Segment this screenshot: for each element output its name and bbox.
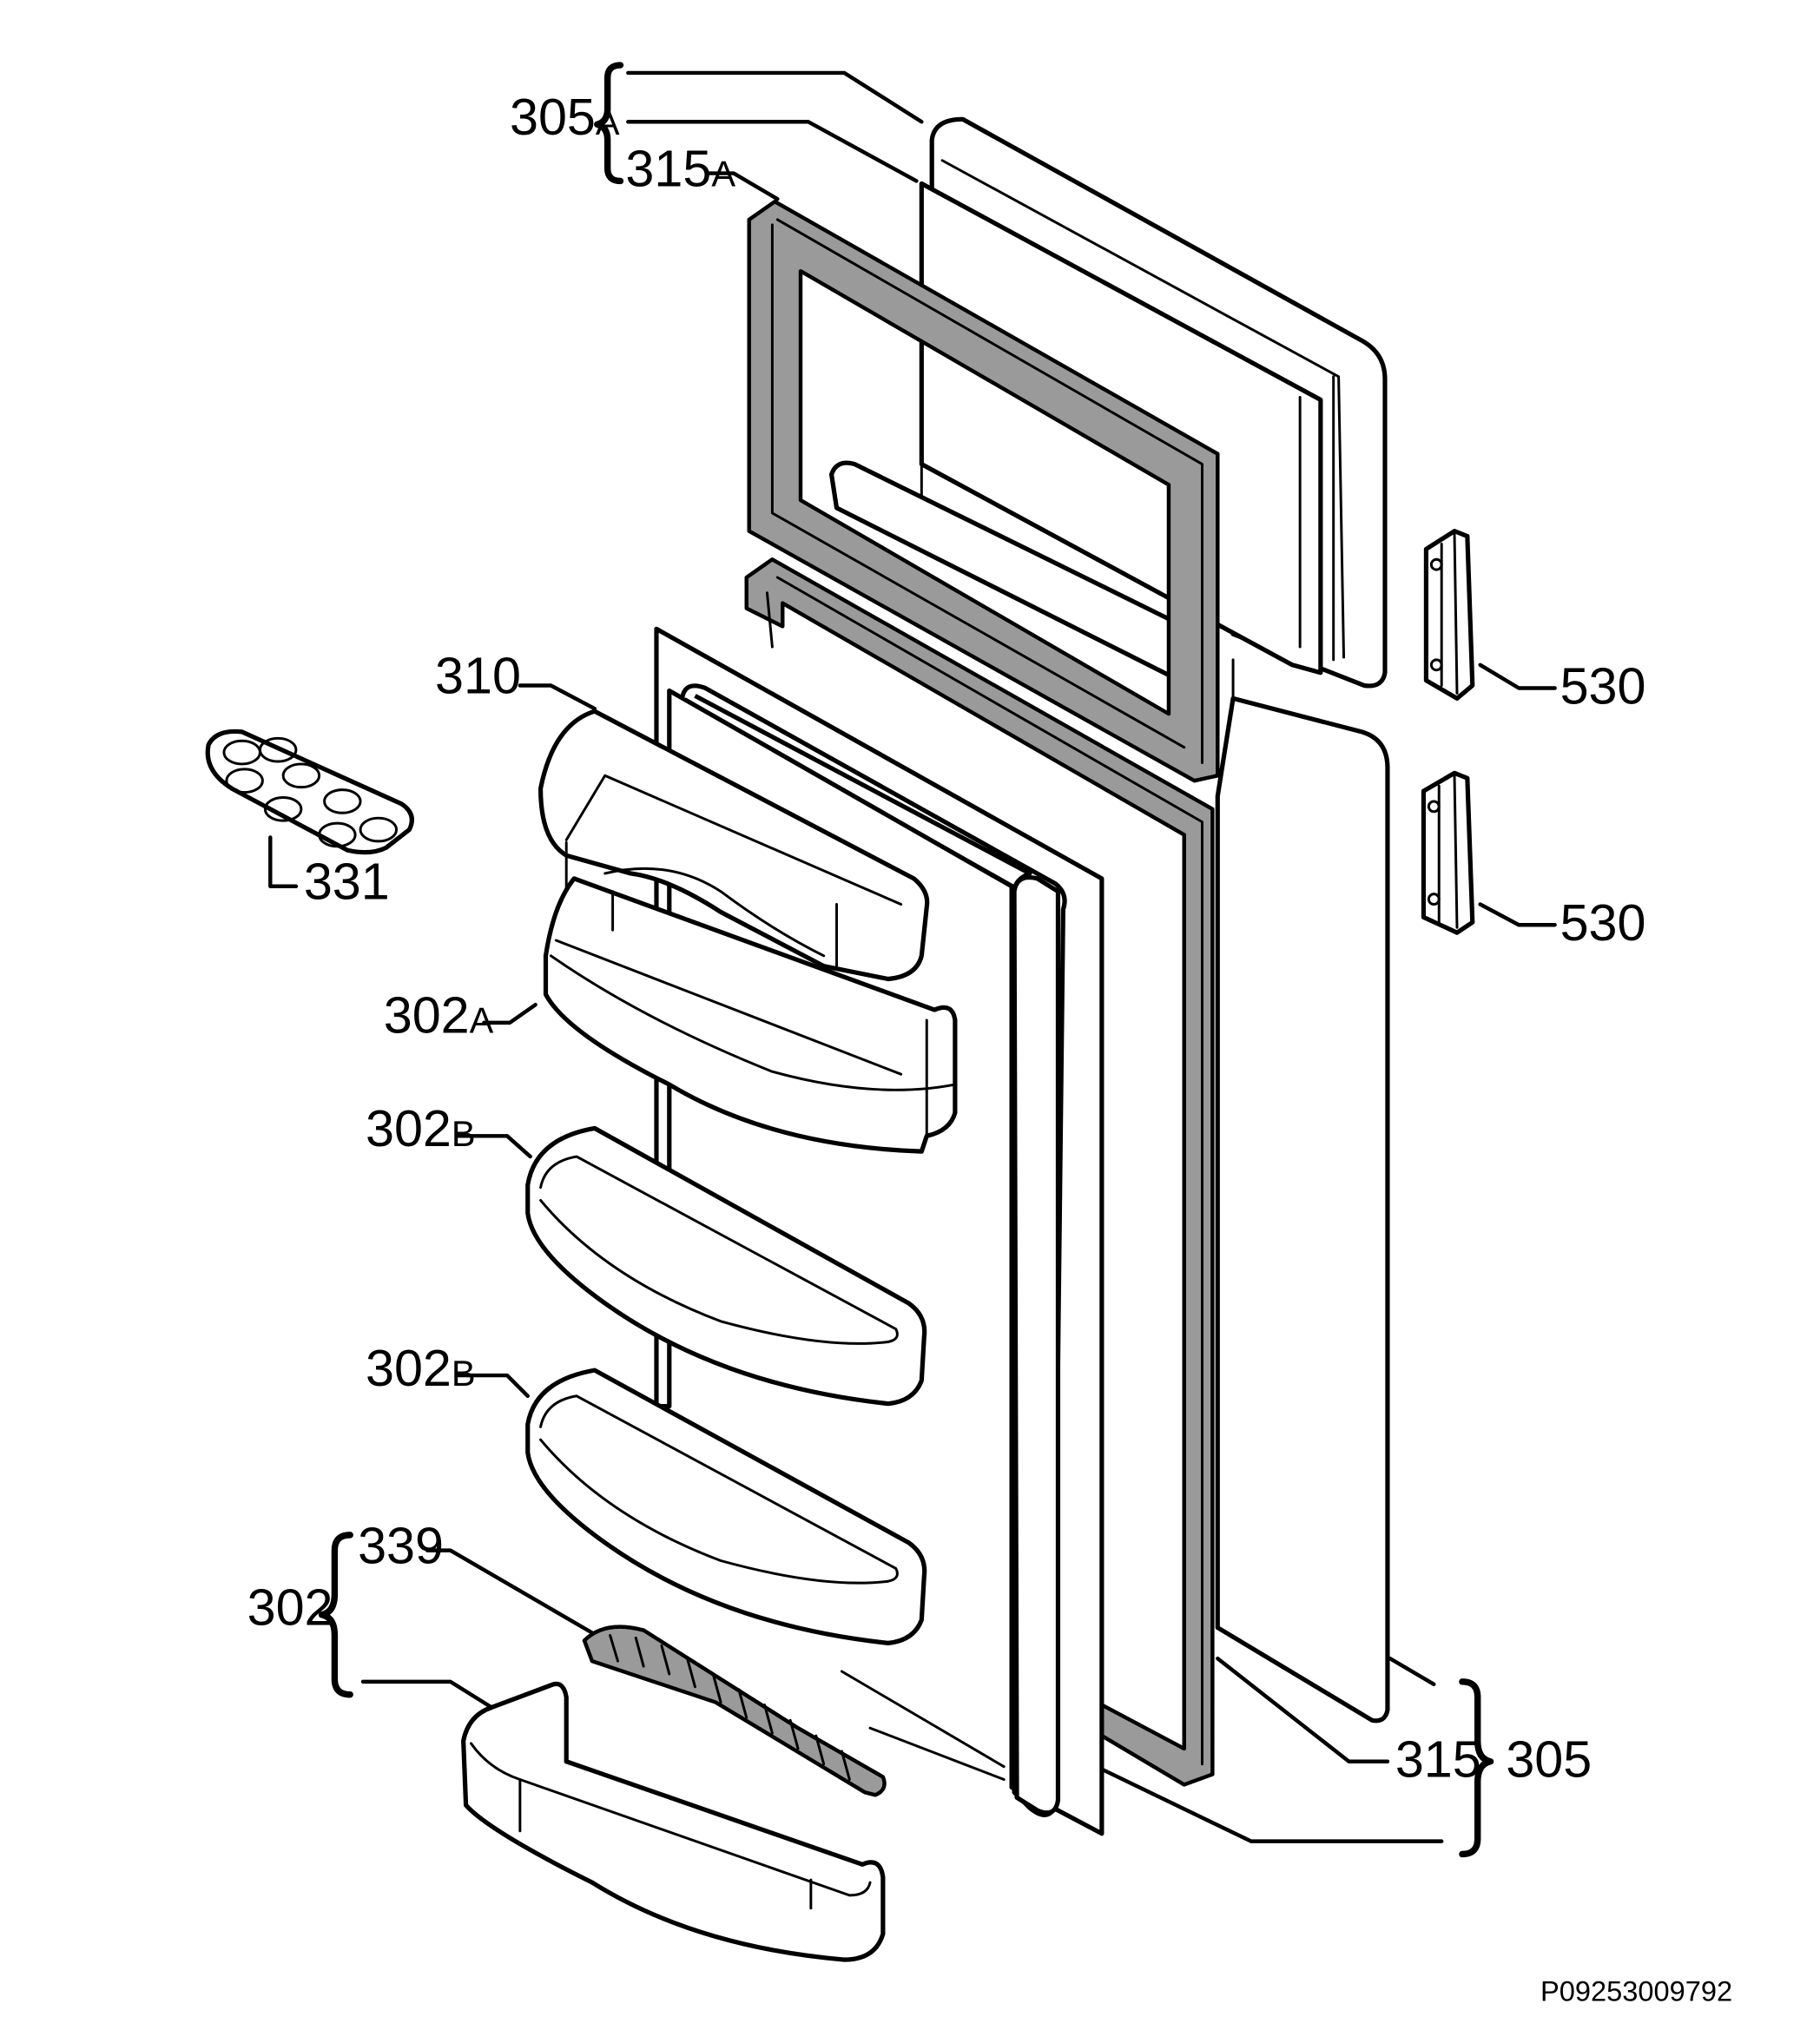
fridge-door-outer: [1215, 658, 1390, 1724]
door-shelf-302a: [543, 876, 958, 1154]
hinge-upper: [1423, 529, 1475, 701]
label-302b-lower: 302B: [366, 1339, 476, 1397]
label-305a: 305A: [510, 88, 620, 146]
bottom-bottle-shelf-302: [461, 1681, 886, 1962]
label-339: 339: [358, 1516, 444, 1574]
label-310: 310: [435, 646, 521, 704]
door-shelf-302b-upper: [525, 1125, 927, 1407]
group-braces: [318, 62, 1494, 1858]
label-530-upper: 530: [1560, 656, 1646, 715]
label-302b-upper: 302B: [366, 1099, 476, 1157]
dairy-compartment-cover: [537, 709, 930, 982]
label-302: 302: [247, 1579, 333, 1637]
label-331: 331: [304, 853, 390, 911]
label-302a: 302A: [384, 986, 494, 1045]
label-305: 305: [1506, 1730, 1592, 1789]
bottle-retainer-339: [582, 1625, 887, 1797]
label-315a: 315A: [625, 139, 735, 197]
leader-lines: [268, 70, 1557, 1843]
reference-code: P09253009792: [1540, 1974, 1732, 2007]
egg-tray-331: [205, 728, 414, 855]
label-315: 315: [1395, 1730, 1481, 1789]
freezer-door-gasket: [747, 199, 1220, 783]
hinge-lower: [1421, 770, 1475, 935]
label-530-lower: 530: [1560, 893, 1646, 952]
door-shelf-302b-lower: [525, 1368, 927, 1645]
inner-door-liner: [654, 626, 1105, 1836]
